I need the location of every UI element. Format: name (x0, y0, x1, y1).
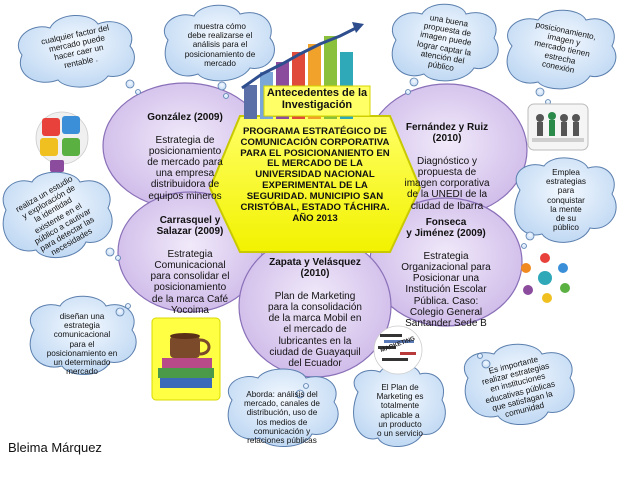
cloud-1 (17, 14, 135, 88)
thought-bubbles (105, 77, 551, 399)
cloud-text-2: muestra cómo debe realizarse el análisis… (184, 22, 256, 68)
title-box (263, 85, 371, 117)
cloud-text-8: Aborda: análisis del mercado, canales de… (243, 390, 320, 445)
oval-head: Fernández y Ruiz (2010) (405, 122, 489, 145)
oval-text-fernandez-ruiz: Fernández y Ruiz (2010) Diagnóstico y pr… (380, 111, 514, 223)
cloud-6 (514, 157, 617, 243)
oval-body: Diagnóstico y propuesta de imagen corpor… (404, 155, 490, 212)
oval-head: Fonseca y Jiménez (2009) (406, 217, 486, 240)
people-icon (527, 103, 589, 151)
puzzle-icon (35, 111, 89, 172)
oval-body: Estrategia Comunicacional para consolida… (150, 248, 230, 316)
cloud-7 (29, 295, 137, 376)
cloud-text-9: El Plan de Marketing es totalmente aplic… (376, 383, 424, 438)
center-hexagon (208, 115, 422, 253)
oval-head: Carrasquel y Salazar (2009) (156, 215, 224, 238)
cloud-5 (2, 171, 113, 259)
oval-text-fonseca-jimenez: Fonseca y Jiménez (2009) Estrategia Orga… (378, 206, 514, 340)
cloud-shapes (2, 3, 617, 448)
author-name: Bleima Márquez (8, 440, 102, 455)
cloud-text-7: diseñan una estrategia comunicacional pa… (46, 312, 118, 377)
cloud-3 (391, 3, 499, 82)
oval-text-carrasquel-salazar: Carrasquel y Salazar (2009) Estrategia C… (126, 204, 254, 327)
cloud-8 (227, 368, 339, 448)
oval-body: Estrategia Organizacional para Posiciona… (401, 250, 491, 329)
cloud-text-6: Emplea estrategias para conquistar la me… (545, 168, 587, 233)
diagram-title: Antecedentes de la Investigación (266, 87, 368, 112)
cloud-4 (506, 9, 617, 90)
cloud-10 (463, 343, 575, 426)
oval-body: Estrategia de posicionamiento de mercado… (147, 134, 223, 202)
center-topic: PROGRAMA ESTRATÉGICO DE COMUNICACIÓN COR… (240, 126, 390, 224)
team-circle-icon (521, 253, 570, 303)
oval-text-gonzalez: González (2009) Estrategia de posicionam… (113, 101, 257, 213)
oval-head: Zapata y Velásquez (2010) (269, 257, 361, 280)
cloud-9 (353, 363, 446, 447)
marketing-wordcloud-icon (373, 325, 423, 375)
oval-body: Plan de Marketing para la consolidación … (268, 290, 362, 369)
cloud-2 (163, 4, 275, 82)
oval-head: González (2009) (147, 112, 223, 124)
oval-text-zapata-velasquez: Zapata y Velásquez (2010) Plan de Market… (247, 246, 383, 380)
coffee-books-icon (151, 317, 221, 401)
